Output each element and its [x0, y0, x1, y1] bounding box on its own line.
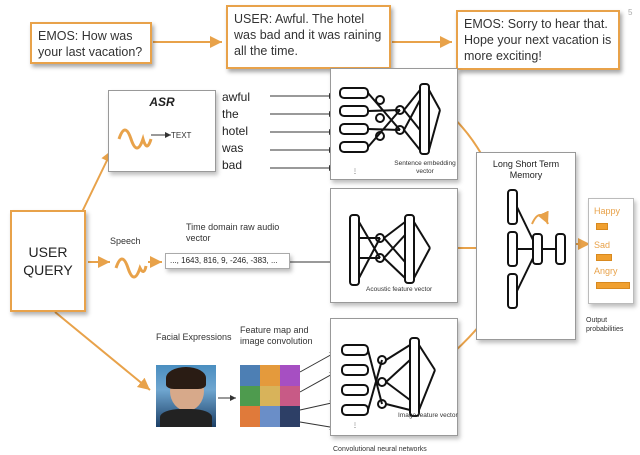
- query-to-face-arrow: [54, 311, 151, 391]
- output-caption: Output probabilities: [586, 317, 624, 333]
- user-query-box: USER QUERY: [10, 210, 86, 312]
- audio-vector-values: ..., 1643, 816, 9, -246, -383, ...: [170, 256, 278, 265]
- user-reply-text: USER: Awful. The hotel was bad and it wa…: [234, 12, 382, 58]
- text-nn-ellipsis: ⋮: [352, 169, 358, 175]
- emos-response-text: EMOS: Sorry to hear that. Hope your next…: [464, 17, 612, 63]
- asr-word-1: awful: [222, 90, 251, 104]
- word-arrows: [270, 93, 335, 171]
- cnn-caption: Convolutional neural networks: [333, 446, 427, 453]
- asr-box: ASR TEXT: [108, 90, 216, 172]
- user-query-label: USER QUERY: [23, 244, 73, 278]
- audio-vector-title: Time domain raw audio vector: [186, 222, 280, 243]
- text-nn-graph: [339, 83, 441, 155]
- user-reply-bubble: USER: Awful. The hotel was bad and it wa…: [226, 5, 391, 69]
- emos-question-text: EMOS: How was your last vacation?: [38, 29, 143, 59]
- emos-response-bubble: EMOS: Sorry to hear that. Hope your next…: [456, 10, 620, 70]
- asr-word-5: bad: [222, 158, 243, 172]
- output-bar-sad: [596, 254, 612, 261]
- image-feature-label: Image feature vector: [398, 412, 458, 419]
- feature-map-label: Feature map and image convolution: [240, 325, 313, 346]
- acoustic-feature-label: Acoustic feature vector: [366, 286, 433, 293]
- output-bar-angry: [596, 282, 630, 289]
- lstm-title: Long Short Term Memory: [492, 159, 560, 180]
- query-to-asr-arrow: [81, 149, 113, 213]
- asr-word-4: was: [222, 141, 244, 155]
- asr-word-3: hotel: [222, 124, 249, 138]
- output-class-sad: Sad: [594, 240, 611, 250]
- face-photo: [156, 365, 216, 427]
- audio-vector-box: ..., 1643, 816, 9, -246, -383, ...: [165, 253, 290, 269]
- feature-map-grid: [240, 365, 300, 427]
- image-nn-box: [330, 318, 458, 436]
- asr-word-2: the: [222, 107, 239, 121]
- asr-title: ASR: [149, 95, 175, 109]
- page-marker: 5: [628, 8, 633, 17]
- image-nn-graph: [341, 337, 436, 417]
- output-class-happy: Happy: [594, 206, 621, 216]
- emos-question-bubble: EMOS: How was your last vacation?: [30, 22, 152, 64]
- speech-label: Speech: [110, 236, 141, 246]
- asr-output-label: TEXT: [171, 131, 192, 140]
- image-nn-ellipsis: ⋮: [352, 423, 358, 429]
- output-class-angry: Angry: [594, 266, 618, 276]
- facial-expressions-label: Facial Expressions: [156, 332, 232, 342]
- asr-waveform-icon: [117, 128, 171, 150]
- sentence-embedding-label: Sentence embedding vector: [394, 160, 456, 175]
- output-bar-happy: [596, 223, 608, 230]
- audio-nn-graph: [349, 214, 431, 286]
